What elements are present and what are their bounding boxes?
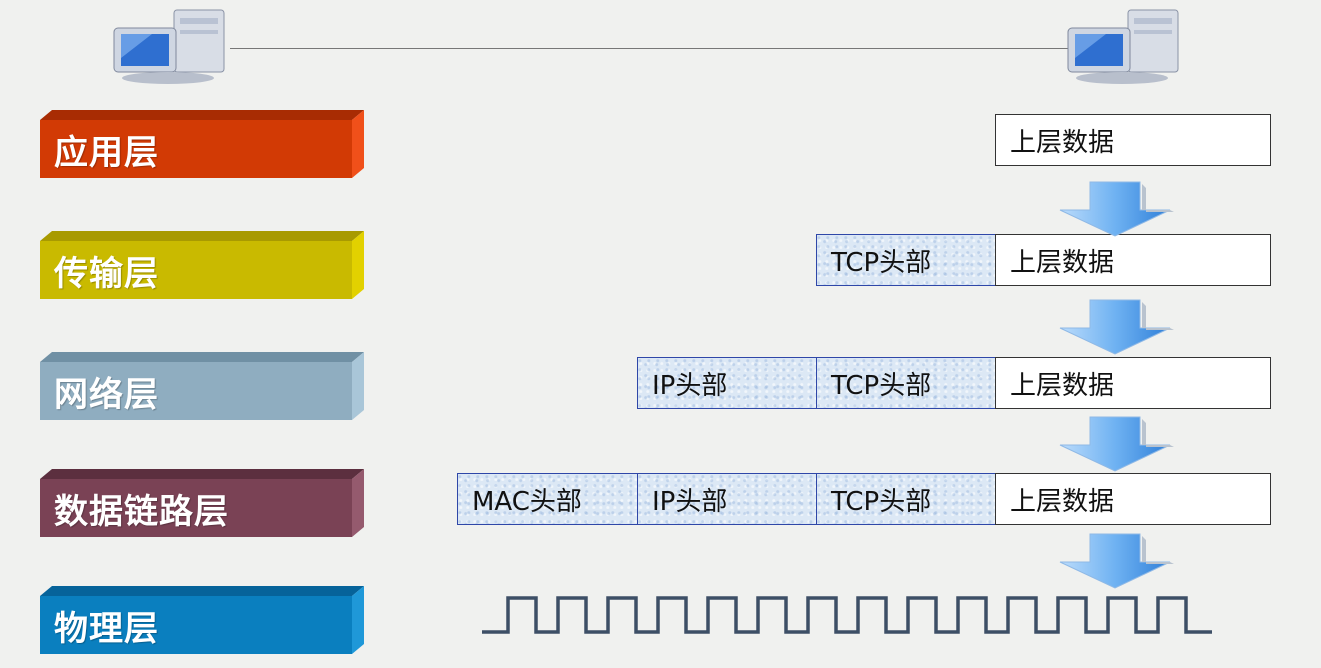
sender-computer-icon [112, 6, 232, 86]
datalink-ip-header-cell: IP头部 [637, 473, 817, 525]
receiver-computer-icon [1066, 6, 1186, 86]
layer-transport: 传输层 [40, 231, 366, 299]
layer-application: 应用层 [40, 110, 366, 178]
layer-application-label: 应用层 [54, 133, 159, 173]
layer-datalink: 数据链路层 [40, 469, 366, 537]
transport-payload-cell: 上层数据 [995, 234, 1271, 286]
layer-physical: 物理层 [40, 586, 366, 654]
layer-physical-label: 物理层 [54, 609, 159, 649]
layer-transport-label: 传输层 [54, 254, 159, 294]
square-wave-signal [480, 592, 1215, 636]
network-link-line [230, 48, 1068, 49]
network-ip-header-cell: IP头部 [637, 357, 817, 409]
network-payload-cell: 上层数据 [995, 357, 1271, 409]
layer-network: 网络层 [40, 352, 366, 420]
down-arrow-icon [1058, 298, 1178, 356]
application-payload-cell: 上层数据 [995, 114, 1271, 166]
down-arrow-icon [1058, 180, 1178, 238]
layer-network-label: 网络层 [54, 375, 159, 415]
datalink-payload-cell: 上层数据 [995, 473, 1271, 525]
datalink-mac-header-cell: MAC头部 [457, 473, 638, 525]
down-arrow-icon [1058, 532, 1178, 590]
layer-datalink-label: 数据链路层 [54, 492, 229, 532]
transport-tcp-header-cell: TCP头部 [816, 234, 996, 286]
datalink-tcp-header-cell: TCP头部 [816, 473, 996, 525]
network-tcp-header-cell: TCP头部 [816, 357, 996, 409]
down-arrow-icon [1058, 415, 1178, 473]
